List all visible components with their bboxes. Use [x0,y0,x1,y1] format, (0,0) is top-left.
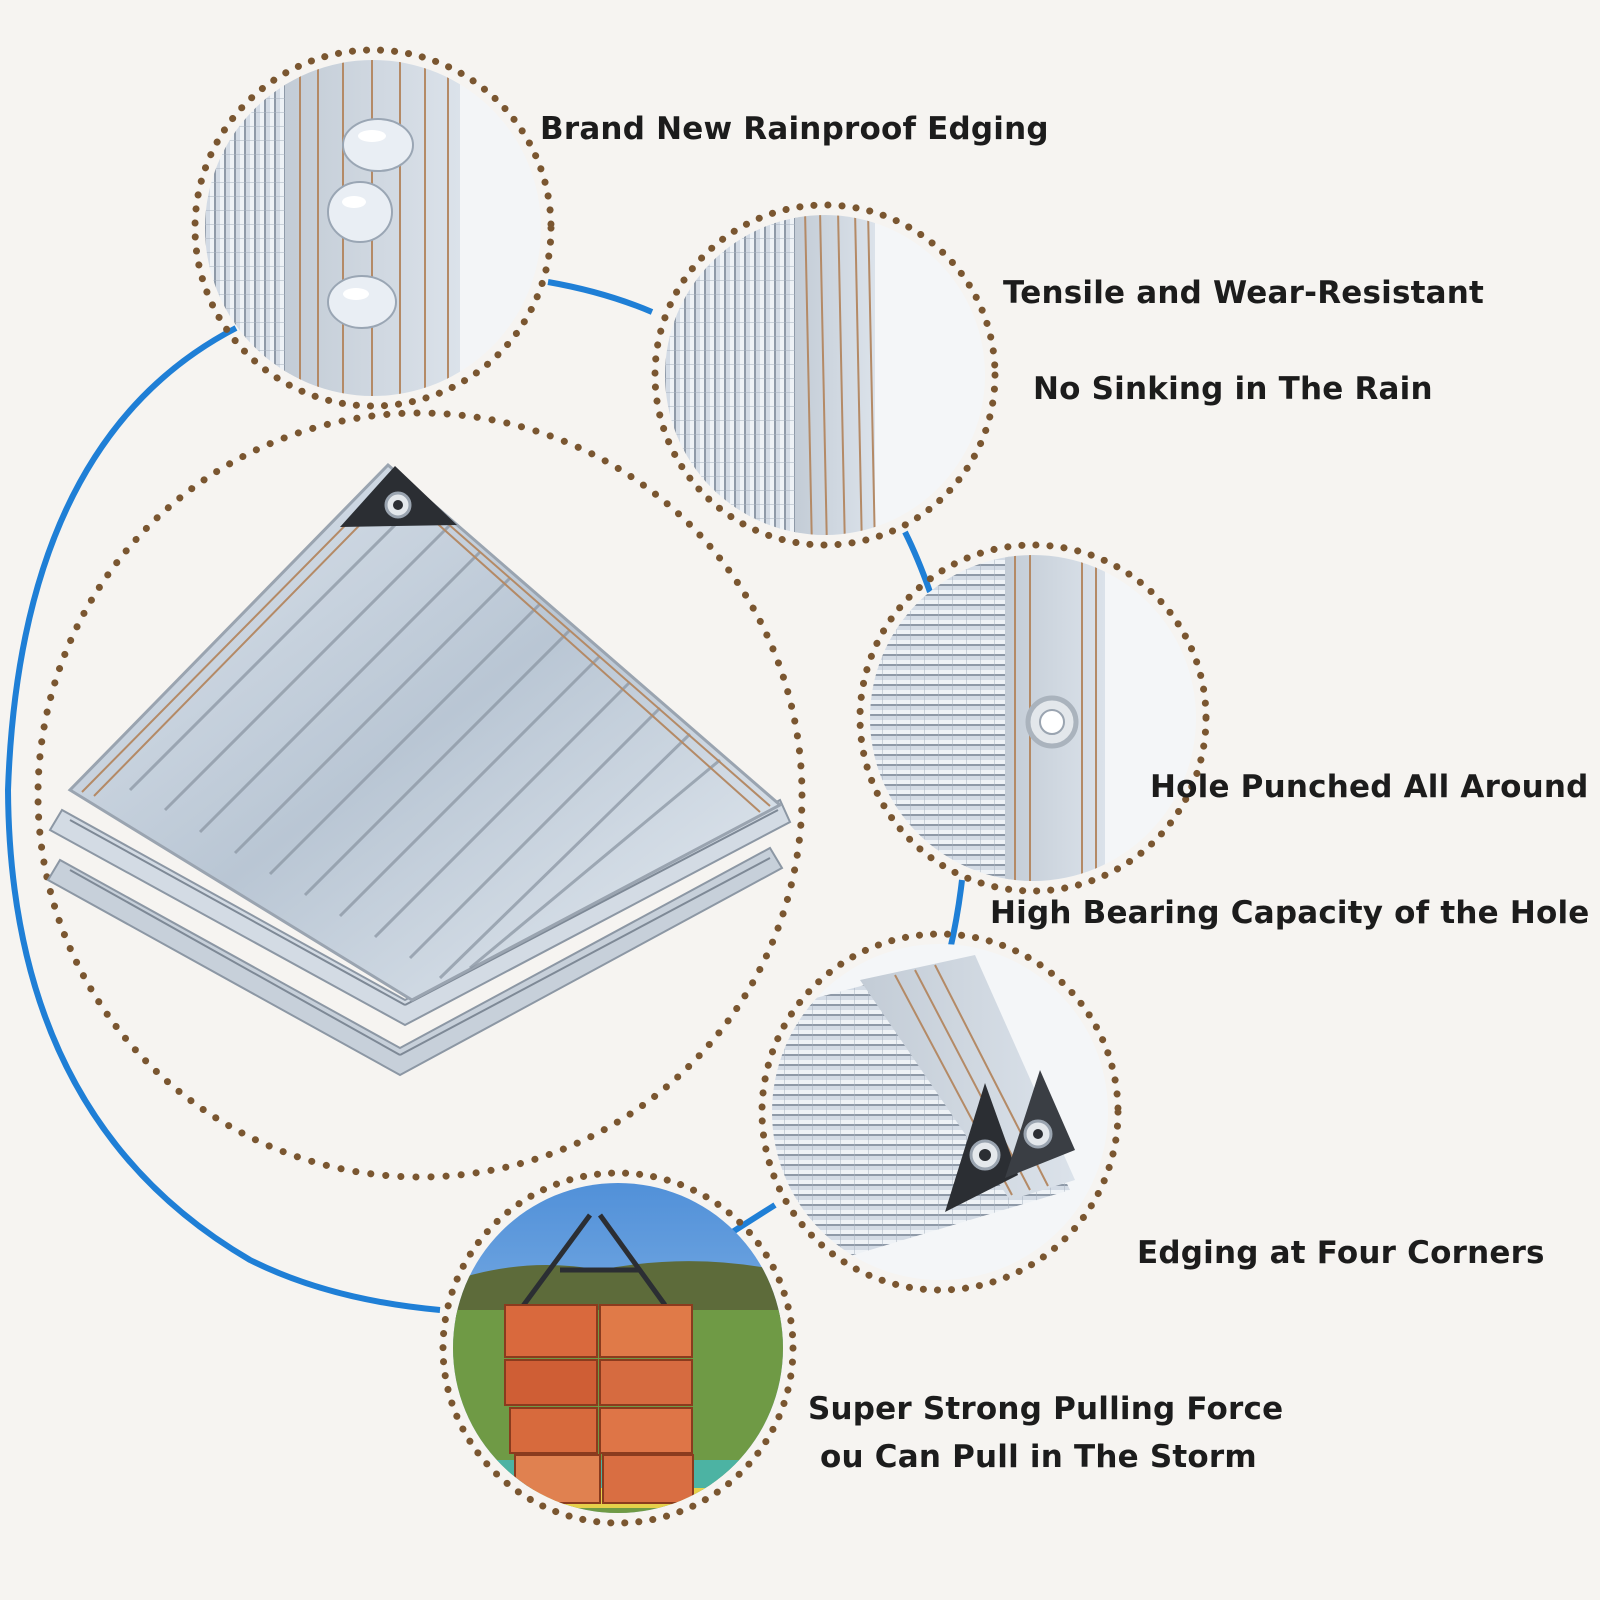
brick-stack [504,1304,694,1504]
water-droplet-icon [342,118,414,172]
detail-circle-hole [856,541,1210,895]
label-tensile-wear-resistant: Tensile and Wear-Resistant [1003,275,1485,311]
label-hole-punched: Hole Punched All Around [1150,769,1589,805]
detail-circle-pulling [439,1169,797,1527]
detail-circle-corners [758,930,1122,1294]
dotted-border [758,930,1122,1294]
water-droplet-icon [327,181,393,243]
label-pulling-force-line1: Super Strong Pulling Force [808,1391,1284,1427]
dotted-border [191,46,555,410]
dotted-border [439,1169,797,1527]
dotted-border [34,409,806,1181]
label-four-corners: Edging at Four Corners [1137,1235,1545,1271]
detail-circle-tensile [651,201,999,549]
connector-arc-left [4,325,441,1313]
product-circle-folded-tarp [34,409,806,1181]
dotted-border [651,201,999,549]
water-droplet-icon [327,275,397,329]
tarp-top-sheet [67,462,783,1002]
label-bearing-capacity: High Bearing Capacity of the Hole [990,895,1590,931]
label-no-sinking: No Sinking in The Rain [1033,371,1433,407]
dotted-border [856,541,1210,895]
connector-arc-top [547,279,654,315]
label-rainproof-edging: Brand New Rainproof Edging [540,111,1049,147]
label-pulling-force-line2: ou Can Pull in The Storm [820,1439,1257,1475]
connector-arc-lower [947,879,965,951]
connector-arc-mid [902,530,933,593]
detail-circle-rainproof [191,46,555,410]
